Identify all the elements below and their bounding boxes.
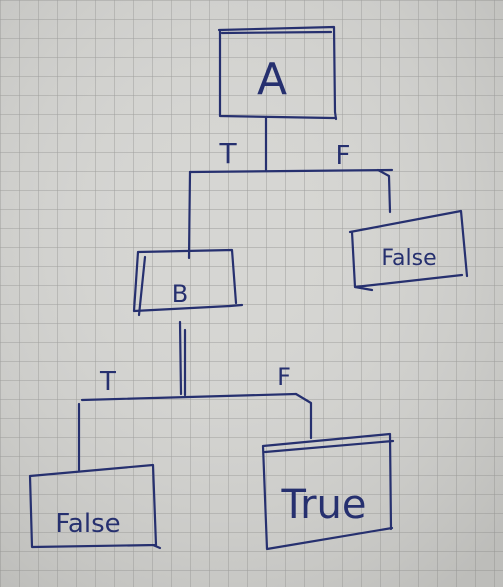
- node-label-a: A: [257, 54, 287, 105]
- connector-a-split: [187, 116, 394, 260]
- connector-b-split: [77, 320, 313, 472]
- node-label-false-top: False: [381, 246, 436, 271]
- edge-label-b-true: T: [99, 367, 116, 397]
- node-b: [132, 248, 244, 317]
- edge-label-b-false: F: [277, 363, 291, 391]
- edge-label-a-true: T: [218, 137, 237, 170]
- node-label-b: B: [172, 280, 188, 308]
- node-a: [217, 25, 338, 121]
- node-true-bottom: [261, 432, 395, 551]
- node-label-false-bottom: False: [55, 509, 120, 539]
- edge-label-a-false: F: [336, 141, 351, 171]
- node-false-top: [348, 209, 469, 292]
- node-label-true-bottom: True: [281, 482, 367, 528]
- node-false-bottom: [28, 463, 162, 550]
